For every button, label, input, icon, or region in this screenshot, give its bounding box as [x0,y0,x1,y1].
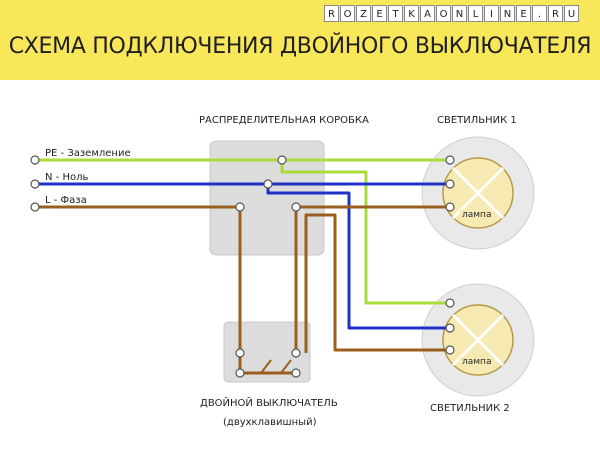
phase-wires [35,205,450,375]
logo-letter: L [468,5,483,22]
logo-letter: N [452,5,467,22]
double-switch [223,321,311,383]
neutral-wires [35,182,450,330]
logo-letter: A [420,5,435,22]
logo-letter: R [324,5,339,22]
logo-letter: . [532,5,547,22]
terminals [30,155,455,378]
switch-sublabel: (двухклавишный) [223,417,317,428]
lamp2-label: СВЕТИЛЬНИК 2 [430,403,510,414]
logo-letter: U [564,5,579,22]
lamp-1 [421,136,535,250]
logo-letter: T [388,5,403,22]
logo-letter: O [340,5,355,22]
logo-letter: N [500,5,515,22]
ground-wires [35,158,450,305]
pe-label: PE - Заземление [45,148,131,159]
n-label: N - Ноль [45,172,89,183]
lamp1-label: СВЕТИЛЬНИК 1 [437,115,517,126]
junction-box-label: РАСПРЕДЕЛИТЕЛЬНАЯ КОРОБКА [199,115,369,126]
l-label: L - Фаза [45,195,87,206]
logo-letter: I [484,5,499,22]
logo-letter: R [548,5,563,22]
lamp1-bulb-label: лампа [460,210,494,221]
lamp-2 [421,283,535,397]
page-title: СХЕМА ПОДКЛЮЧЕНИЯ ДВОЙНОГО ВЫКЛЮЧАТЕЛЯ [8,34,592,59]
logo-letter: Z [356,5,371,22]
logo-letter: K [404,5,419,22]
logo-letter: O [436,5,451,22]
logo-letter: E [372,5,387,22]
lamp2-bulb-label: лампа [460,357,494,368]
switch-label: ДВОЙНОЙ ВЫКЛЮЧАТЕЛЬ [200,398,338,409]
logo-letter: E [516,5,531,22]
